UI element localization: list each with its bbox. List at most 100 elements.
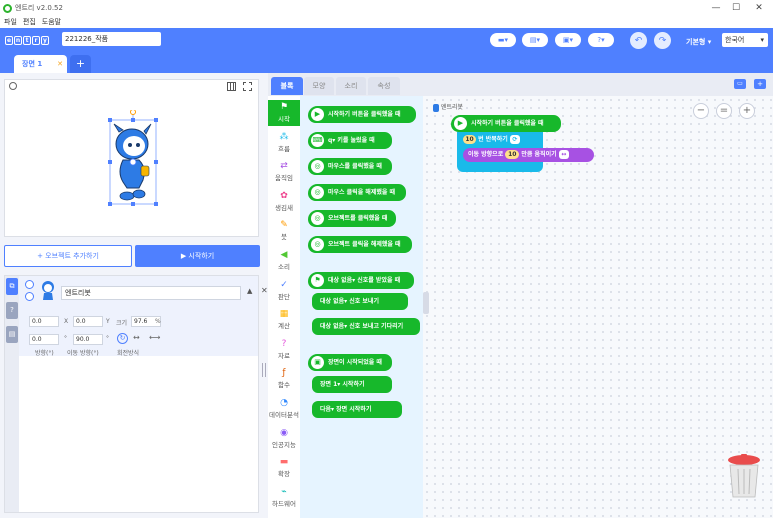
project-name-input[interactable]: 221226_작품 (62, 32, 161, 46)
script-workspace[interactable]: 엔트리봇 − = + ▶ 시작하기 버튼을 클릭했을 때 10 번 반복하기 ⟳… (423, 96, 773, 518)
lock-icon[interactable] (25, 292, 34, 301)
palette-block[interactable]: ▣장면이 시작되었을 때 (308, 354, 392, 371)
repeat-block[interactable]: 10 번 반복하기 ⟳ (459, 133, 539, 146)
palette-block[interactable]: ◎ 마우스 클릭을 해제했을 때 (308, 184, 406, 201)
script-start-block[interactable]: ▶ 시작하기 버튼을 클릭했을 때 (451, 115, 561, 132)
category-judge[interactable]: ✓판단 (268, 278, 300, 304)
category-label: 흐름 (278, 144, 290, 153)
trash-icon[interactable] (726, 454, 762, 499)
minimize-button[interactable]: — (711, 3, 721, 13)
y-field[interactable]: 0.0 (73, 316, 103, 327)
palette-block-text: 마우스 클릭을 해제했을 때 (328, 189, 395, 196)
palette-block[interactable]: ⚑대상 없음▾ 신호를 받았을 때 (308, 272, 414, 289)
tab-shapes[interactable]: 모양 (304, 77, 334, 95)
rotate-horizontal-icon[interactable]: ↔ (133, 333, 140, 342)
mode-select[interactable]: 기본형 ▾ (686, 38, 712, 46)
palette-block[interactable]: ▶시작하기 버튼을 클릭했을 때 (308, 106, 416, 123)
object-card[interactable]: 엔트리봇 ▲ ✕ 0.0 X 0.0 Y 크기 97.6 % 0.0 ° 90.… (19, 276, 268, 357)
palette-block[interactable]: ◎오브젝트를 클릭했을 때 (308, 210, 396, 227)
zoom-out-button[interactable]: − (693, 103, 709, 119)
fullscreen-icon[interactable] (243, 82, 252, 91)
palette-block[interactable]: ◎오브젝트 클릭을 해제했을 때 (308, 236, 412, 253)
mouse-icon: ◎ (311, 212, 324, 225)
palette-block[interactable]: ⌨q▾ 키를 눌렀을 때 (308, 132, 392, 149)
category-analysis[interactable]: ◔데이터분석 (268, 396, 300, 422)
category-data[interactable]: ?자료 (268, 337, 300, 363)
start-button[interactable]: ▶ 시작하기 (135, 245, 260, 267)
category-ai[interactable]: ◉ 인공지능 (268, 426, 300, 452)
move-value-input[interactable]: 10 (505, 150, 520, 159)
visibility-icon[interactable] (25, 280, 34, 289)
comment-icon[interactable]: ▭ (734, 79, 746, 89)
category-label: 인공지능 (272, 440, 296, 449)
menu-edit[interactable]: 편집 (22, 18, 36, 26)
size-field[interactable]: 97.6 (131, 316, 161, 327)
tab-sounds[interactable]: 소리 (336, 77, 366, 95)
delete-object-icon[interactable]: ✕ (261, 286, 268, 295)
ai-icon: ◉ (280, 427, 288, 438)
menu-file[interactable]: 파일 (4, 18, 17, 26)
category-calc[interactable]: ▦계산 (268, 307, 300, 333)
add-comment-icon[interactable]: + (754, 79, 766, 89)
entrybot-sprite[interactable] (105, 110, 165, 210)
category-move[interactable]: ⇄움직임 (268, 159, 300, 185)
block-palette: ▶시작하기 버튼을 클릭했을 때 ⌨q▾ 키를 눌렀을 때 ◎마우스를 클릭했을 때… (300, 96, 423, 518)
save-button[interactable]: ▣▾ (555, 33, 581, 47)
maximize-button[interactable]: ☐ (731, 3, 741, 13)
panel-resize-handle[interactable] (262, 363, 266, 377)
move-block[interactable]: 이동 방향으로 10 만큼 움직이기 ↔ (463, 148, 594, 162)
palette-block[interactable]: 대상 없음▾ 신호 보내기 (312, 293, 408, 310)
category-hardware[interactable]: ⌁하드웨어 (268, 485, 300, 511)
looks-icon: ✿ (280, 190, 288, 201)
close-scene-icon[interactable]: ✕ (57, 60, 63, 68)
analysis-icon: ◔ (280, 398, 288, 408)
programming-language-button[interactable]: ▬▾ (490, 33, 516, 47)
percent-label: % (155, 318, 161, 325)
language-select[interactable]: 한국어▾ (722, 33, 768, 47)
rotate-free-icon[interactable]: ↻ (117, 333, 128, 344)
stage-buttons: + 오브젝트 추가하기 ▶ 시작하기 (4, 245, 260, 267)
console-side-icon[interactable]: ▤ (6, 326, 18, 343)
object-list-icon[interactable]: ⧉ (6, 278, 18, 295)
category-sound[interactable]: ◀소리 (268, 248, 300, 274)
palette-resize-handle[interactable] (423, 292, 429, 314)
palette-block[interactable]: 장면 1▾ 시작하기 (312, 376, 392, 393)
category-flow[interactable]: ⁂흐름 (268, 130, 300, 156)
zoom-reset-button[interactable]: = (716, 103, 732, 119)
stage[interactable] (4, 79, 259, 237)
rotate-none-icon[interactable]: ⟷ (149, 333, 161, 342)
speed-icon[interactable] (9, 82, 17, 90)
collapse-up-icon[interactable]: ▲ (247, 287, 253, 295)
repeat-count-input[interactable]: 10 (463, 135, 476, 144)
tab-blocks[interactable]: 블록 (271, 77, 303, 95)
logo-letter: r (32, 35, 40, 45)
tab-properties[interactable]: 속성 (368, 77, 400, 95)
palette-block[interactable]: 다음▾ 장면 시작하기 (312, 401, 402, 418)
redo-icon[interactable]: ↷ (654, 32, 671, 49)
mouse-icon: ◎ (311, 186, 324, 199)
x-field[interactable]: 0.0 (29, 316, 59, 327)
category-flag[interactable]: ⚑시작 (268, 100, 300, 126)
object-name-input[interactable]: 엔트리봇 (61, 286, 241, 300)
grid-icon[interactable] (227, 82, 236, 91)
undo-icon[interactable]: ↶ (630, 32, 647, 49)
new-project-button[interactable]: ▤▾ (522, 33, 548, 47)
menu-help[interactable]: 도움말 (41, 18, 62, 26)
help-side-icon[interactable]: ? (6, 302, 18, 319)
close-window-button[interactable]: ✕ (755, 3, 763, 13)
category-looks[interactable]: ✿생김새 (268, 189, 300, 215)
palette-block[interactable]: 대상 없음▾ 신호 보내고 기다리기 (312, 318, 420, 335)
help-button[interactable]: ?▾ (588, 33, 614, 47)
tab-scene-1[interactable]: 장면 1 ✕ (14, 55, 67, 73)
direction-field[interactable]: 0.0 (29, 334, 59, 345)
palette-block[interactable]: ◎마우스를 클릭했을 때 (308, 158, 392, 175)
category-extension[interactable]: ▬확장 (268, 455, 300, 481)
add-object-button[interactable]: + 오브젝트 추가하기 (4, 245, 132, 267)
add-scene-button[interactable]: + (70, 55, 91, 73)
category-brush[interactable]: ✎붓 (268, 218, 300, 244)
zoom-in-button[interactable]: + (739, 103, 755, 119)
entry-logo[interactable]: e n t r y (5, 35, 49, 45)
move-direction-field[interactable]: 90.0 (73, 334, 103, 345)
